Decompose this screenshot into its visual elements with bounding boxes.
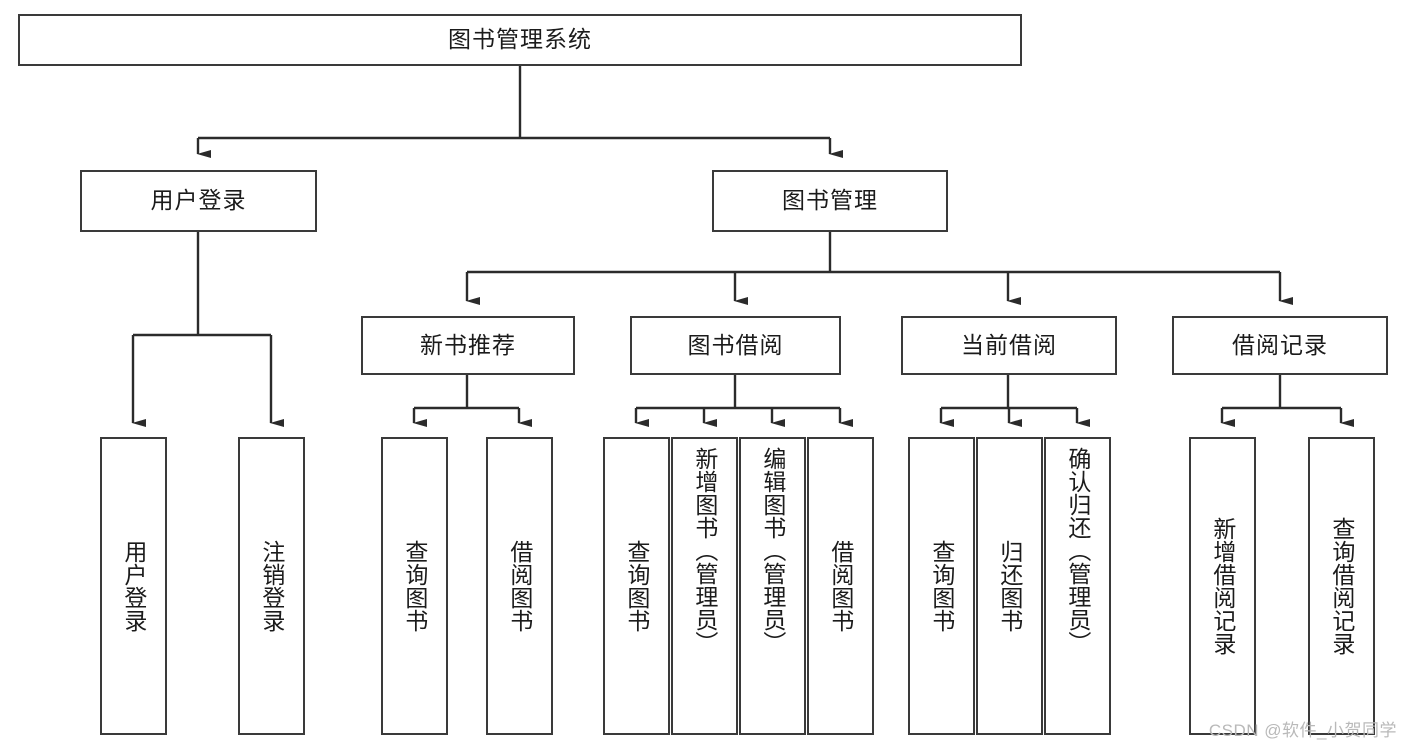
node-leaf-query-book-2-label: 查询图书 — [623, 540, 650, 632]
node-root-label: 图书管理系统 — [448, 26, 592, 53]
node-leaf-add-record-label: 新增借阅记录 — [1209, 517, 1236, 655]
node-book-manage[interactable]: 图书管理 — [712, 170, 948, 232]
node-leaf-logout[interactable]: 注销登录 — [238, 437, 305, 735]
node-leaf-confirm-return-label: 确认归还（管理员） — [1064, 447, 1091, 654]
node-leaf-query-book-3-label: 查询图书 — [928, 540, 955, 632]
node-new-book-recommend-label: 新书推荐 — [420, 331, 516, 358]
node-leaf-borrow-book-1[interactable]: 借阅图书 — [486, 437, 553, 735]
node-leaf-query-book-1[interactable]: 查询图书 — [381, 437, 448, 735]
node-leaf-user-login-label: 用户登录 — [120, 540, 147, 632]
node-leaf-borrow-book-1-label: 借阅图书 — [506, 540, 533, 632]
node-book-borrow-label: 图书借阅 — [687, 331, 784, 358]
node-book-manage-label: 图书管理 — [782, 187, 878, 214]
node-leaf-add-book[interactable]: 新增图书（管理员） — [671, 437, 738, 735]
node-leaf-return-book[interactable]: 归还图书 — [976, 437, 1043, 735]
node-leaf-confirm-return[interactable]: 确认归还（管理员） — [1044, 437, 1111, 735]
node-leaf-query-record-label: 查询借阅记录 — [1328, 517, 1355, 655]
node-current-borrow-label: 当前借阅 — [961, 331, 1057, 358]
csdn-watermark: CSDN @软件_小贺同学 — [1208, 721, 1397, 740]
node-leaf-add-book-label: 新增图书（管理员） — [691, 447, 718, 654]
node-leaf-borrow-book-2-label: 借阅图书 — [827, 540, 854, 632]
node-borrow-record[interactable]: 借阅记录 — [1172, 316, 1388, 375]
node-root[interactable]: 图书管理系统 — [18, 14, 1022, 66]
node-user-login-label: 用户登录 — [150, 187, 247, 214]
node-leaf-edit-book-label: 编辑图书（管理员） — [759, 447, 786, 654]
node-current-borrow[interactable]: 当前借阅 — [901, 316, 1117, 375]
node-leaf-return-book-label: 归还图书 — [996, 540, 1023, 632]
node-borrow-record-label: 借阅记录 — [1232, 331, 1328, 358]
node-leaf-user-login[interactable]: 用户登录 — [100, 437, 167, 735]
node-leaf-query-book-1-label: 查询图书 — [401, 540, 428, 632]
node-leaf-query-book-3[interactable]: 查询图书 — [908, 437, 975, 735]
node-new-book-recommend[interactable]: 新书推荐 — [361, 316, 575, 375]
node-leaf-add-record[interactable]: 新增借阅记录 — [1189, 437, 1256, 735]
node-user-login[interactable]: 用户登录 — [80, 170, 317, 232]
node-leaf-edit-book[interactable]: 编辑图书（管理员） — [739, 437, 806, 735]
node-book-borrow[interactable]: 图书借阅 — [630, 316, 841, 375]
node-leaf-logout-label: 注销登录 — [258, 540, 285, 632]
node-leaf-query-record[interactable]: 查询借阅记录 — [1308, 437, 1375, 735]
node-leaf-borrow-book-2[interactable]: 借阅图书 — [807, 437, 874, 735]
node-leaf-query-book-2[interactable]: 查询图书 — [603, 437, 670, 735]
